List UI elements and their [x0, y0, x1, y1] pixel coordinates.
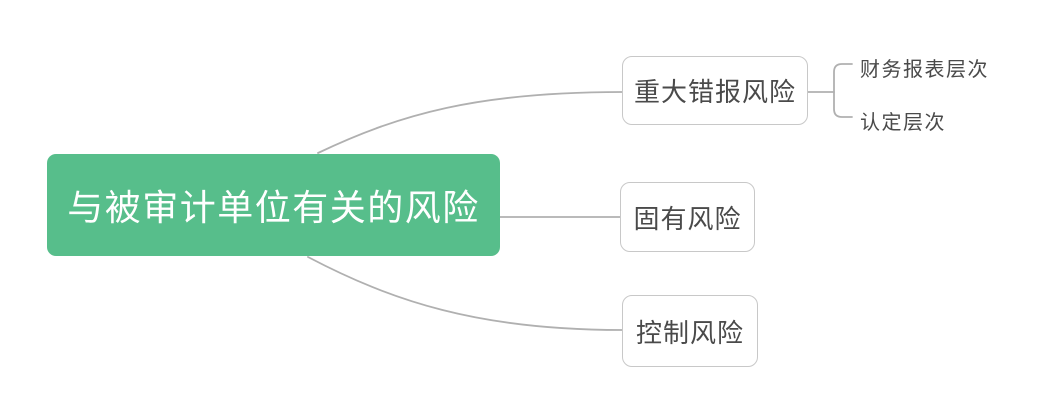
connector-root-to-control-risk — [307, 256, 623, 331]
subtopic-financial-statement-level[interactable]: 财务报表层次 — [860, 58, 989, 81]
branch-topic-inherent-risk[interactable]: 固有风险 — [620, 182, 755, 252]
subtopic-assertion-level[interactable]: 认定层次 — [860, 111, 946, 134]
connector-bracket-to-sublevels — [833, 63, 853, 118]
branch-topic-control-risk[interactable]: 控制风险 — [622, 295, 758, 367]
connector-root-to-material-misstatement — [317, 91, 623, 154]
branch-topic-material-misstatement-risk[interactable]: 重大错报风险 — [622, 56, 808, 125]
root-topic-audited-entity-risk[interactable]: 与被审计单位有关的风险 — [47, 154, 500, 256]
